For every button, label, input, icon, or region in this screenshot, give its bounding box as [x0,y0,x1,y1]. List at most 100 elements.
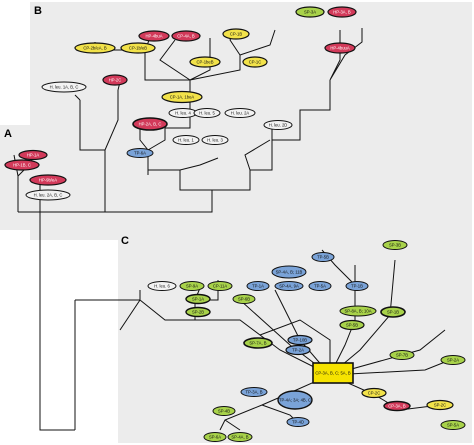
node-sp-7ab[interactable]: SP-7A, B [243,337,273,349]
node-sp-6a[interactable]: SP-6A [203,432,227,442]
node-h-leu-3[interactable]: H. leu. 3 [201,135,229,145]
node-sp-5b[interactable]: SP-5B [339,319,365,331]
node-label: TP-1B [351,284,363,289]
node-sp-4ab[interactable]: SP-4A, B [227,432,253,442]
node-label: TP-3A, B [246,390,263,395]
edge [271,80,331,141]
node-h-leu-1abc[interactable]: H. leu. 1A, B, C [41,81,87,93]
node-tp-5a[interactable]: TP-5A [308,281,332,291]
node-label: TP-1A [252,284,264,289]
node-label: HP-9b/eA [39,178,57,183]
node-label: SP-4B [218,409,230,414]
node-label: TP-4A; 3A; 4B, C [279,398,311,403]
node-cp-1beb[interactable]: CP-1beB [189,56,221,68]
node-sp-4a-9a[interactable]: SP-4A, 9A [274,281,304,291]
node-cp-3ab[interactable]: CP-3A, B [383,400,411,412]
node-sp-2a[interactable]: SP-2A [440,355,466,365]
node-sp-1b[interactable]: SP-1B [380,306,406,318]
node-hp-2abc[interactable]: HP-2A, B, C [132,117,168,131]
network-nodes: HP-1A HP-1B, C HP-9b/eA H. leu. 2A, B, C… [4,6,466,442]
node-h-leu-2a[interactable]: H. leu. 2A [224,108,256,118]
node-h-leu-5[interactable]: H. leu. 5 [193,108,221,118]
node-tp-10b[interactable]: TP-10B [287,334,313,346]
node-cp-2c[interactable]: CP-2C [361,387,387,399]
network-edges [13,28,451,431]
node-sp-8ab-10a[interactable]: SP-8A, B; 10A [339,305,377,317]
node-cp-1a-1bea[interactable]: CP-1A, 1beA [161,90,203,104]
node-label: H. leu. 2D [269,123,288,128]
node-label: SP-8A, B; 10A [345,309,372,314]
edge [39,228,75,431]
node-label: SP-3B [389,243,401,248]
node-tp-1b[interactable]: TP-1B [345,281,369,291]
node-label: TP-2A [292,348,304,353]
edge [144,39,241,81]
node-hp-4buua[interactable]: HP-4buuA [324,42,356,54]
node-label: SP-7B [396,353,408,358]
node-h-leu-6[interactable]: H. leu. 6 [147,281,177,291]
node-label: TP-5B [317,255,329,260]
node-label: CP-1b/eB [129,46,147,51]
node-sp-5a[interactable]: SP-5A [440,420,466,430]
node-label: CP-1C [249,60,262,65]
edge [40,150,106,213]
node-hp-2c[interactable]: HP-2C [102,74,128,86]
node-tp-2a[interactable]: TP-2A [285,344,311,356]
node-hp-1a[interactable]: HP-1A [18,149,48,161]
node-sp-4ab-11b[interactable]: SP-4A, B; 11B [271,265,307,279]
node-label: CP-3A, B [388,404,406,409]
node-label: CP-3A, B, C; 5A, B [315,371,351,376]
node-cp-4a-b[interactable]: CP-4A, B [171,30,201,42]
node-label: H. leu. 4 [175,111,191,116]
node-sp-7b[interactable]: SP-7B [389,350,415,360]
node-sp-2c[interactable]: SP-2C [426,399,454,411]
edge [17,176,41,228]
node-label: CP-1B [230,32,243,37]
node-cp-1b[interactable]: CP-1B [222,28,250,40]
panel-label-b: B [34,5,42,17]
node-label: SP-3A [304,10,316,15]
node-cp-1b-eb[interactable]: CP-1b/eB [120,42,156,54]
node-label: SP-2B [192,310,204,315]
node-sp-6b[interactable]: SP-6B [232,294,256,304]
node-label: SP-9A [186,284,198,289]
node-tp-1a[interactable]: TP-1A [246,281,270,291]
node-tp-4a-3a-4bc[interactable]: TP-4A; 3A; 4B, C [277,390,313,410]
edge [79,90,119,151]
node-label: H. leu. 2A, B, C [34,193,63,198]
node-cp-1c[interactable]: CP-1C [242,56,268,68]
node-h-leu-1[interactable]: H. leu. 1 [172,135,200,145]
node-label: TP-6A [134,151,146,156]
node-sp-9a[interactable]: SP-9A [179,281,205,291]
node-tp-6a[interactable]: TP-6A [126,148,154,158]
node-label: SP-4A, 9A [279,284,299,289]
node-label: HP-2C [109,78,122,83]
node-sp-4b[interactable]: SP-4B [212,406,236,416]
node-sp-3b[interactable]: SP-3B [382,240,408,250]
node-label: H. leu. 2A [231,111,250,116]
node-sp-2b[interactable]: SP-2B [185,306,211,318]
node-label: CP-2b/eA, B [83,46,106,51]
node-h-leu-2d[interactable]: H. leu. 2D [263,120,293,130]
node-hp-1b-c[interactable]: HP-1B, C [4,159,40,171]
node-tp-3ab[interactable]: TP-3A, B [240,387,268,397]
node-sp-3a[interactable]: SP-3A [295,6,325,18]
node-h-leu-4[interactable]: H. leu. 4 [168,108,198,118]
node-hp-4bua[interactable]: HP-4buA [138,30,170,42]
node-sp-1a[interactable]: SP-1A [185,293,211,305]
node-cp-2b-ea-b[interactable]: CP-2b/eA, B [74,42,116,54]
node-label: H. leu. 3 [207,138,223,143]
node-label: HP-4buuA [330,46,350,51]
node-tp-4d[interactable]: TP-4D [286,417,310,427]
node-cp-11a[interactable]: CP-11A [207,281,233,291]
node-h-leu-2abc[interactable]: H. leu. 2A, B, C [25,189,71,201]
node-label: HP-1B, C [13,163,31,168]
node-label: SP-5B [346,323,358,328]
edge [259,319,331,375]
node-hp-9b-ea[interactable]: HP-9b/eA [29,174,67,186]
node-hp-3a-b[interactable]: HP-3A, B [327,6,357,18]
node-label: H. leu. 6 [154,284,170,289]
node-cp-3abc-5ab-center[interactable]: CP-3A, B, C; 5A, B [312,362,354,384]
panel-label-a: A [4,128,12,140]
node-tp-5b[interactable]: TP-5B [311,252,335,262]
